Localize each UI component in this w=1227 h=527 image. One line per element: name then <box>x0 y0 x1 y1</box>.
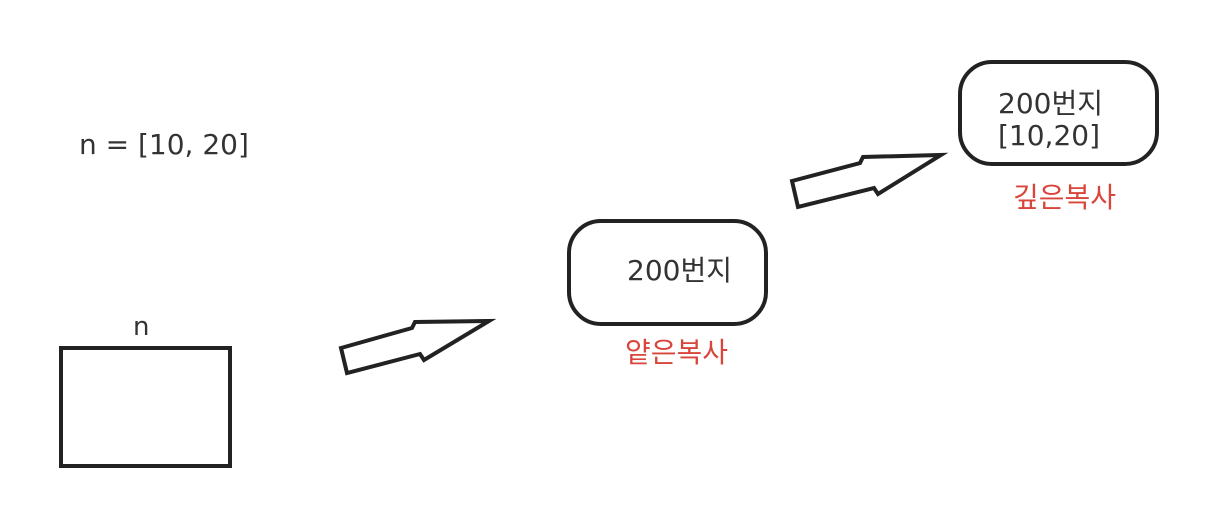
deep-copy-box: 200번지 [10,20] <box>958 60 1159 166</box>
variable-box <box>59 346 232 468</box>
deep-address: 200번지 <box>998 87 1103 120</box>
deep-value: [10,20] <box>998 119 1101 152</box>
shallow-address: 200번지 <box>627 254 732 287</box>
arrow-to-shallow <box>338 318 497 376</box>
shallow-copy-caption: 얕은복사 <box>625 336 729 369</box>
arrow-to-deep <box>789 152 949 210</box>
variable-label: n <box>133 312 150 342</box>
shallow-copy-box: 200번지 <box>567 219 768 326</box>
code-assignment: n = [10, 20] <box>79 128 249 161</box>
deep-copy-caption: 깊은복사 <box>1013 181 1117 214</box>
